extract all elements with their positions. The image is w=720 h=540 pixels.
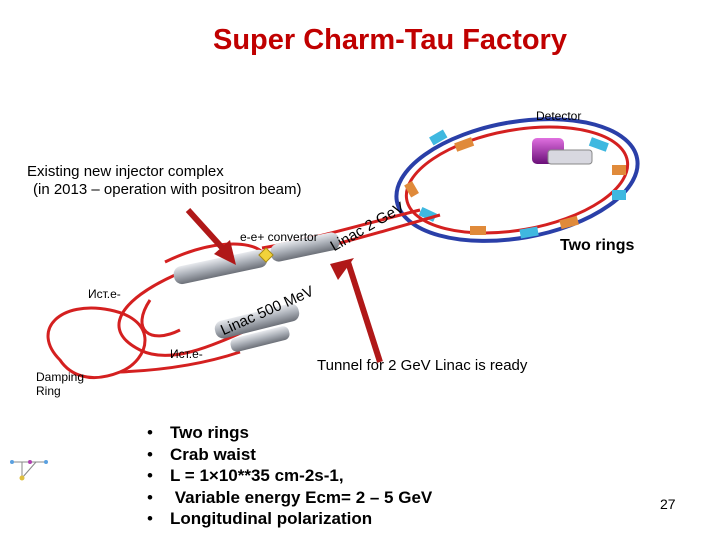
linac-structures [173,232,340,352]
list-item: •Two rings [147,423,250,442]
damping-ring-label-line1: Damping [36,370,85,384]
page-number: 27 [660,496,676,512]
page-title: Super Charm-Tau Factory [213,24,567,56]
collider-rings [394,117,640,243]
detector-magnet [532,138,593,165]
arrows [185,207,383,363]
list-item: •L = 1×10**35 cm-2s-1, [147,466,344,485]
list-item: •Longitudinal polarization [147,509,373,528]
logo-icon [10,460,48,481]
injector-label-line1: Existing new injector complex [27,163,224,180]
convertor-label: e-e+ convertor [240,230,318,244]
convertor-target [258,247,274,263]
list-item: • Variable energy Ecm= 2 – 5 GeV [147,487,433,507]
two-rings-label: Two rings [560,237,635,254]
detector-label: Detector [536,109,582,123]
source-bottom-label: Ист.e- [170,347,203,361]
source-top-label: Ист.e- [88,287,121,301]
list-item: •Crab waist [147,444,256,464]
feature-list: •Two rings •Crab waist •L = 1×10**35 cm-… [147,422,432,530]
tunnel-label: Tunnel for 2 GeV Linac is ready [317,357,528,374]
damping-ring-label-line2: Ring [36,384,61,398]
injector-label-line2: (in 2013 – operation with positron beam) [33,181,302,198]
